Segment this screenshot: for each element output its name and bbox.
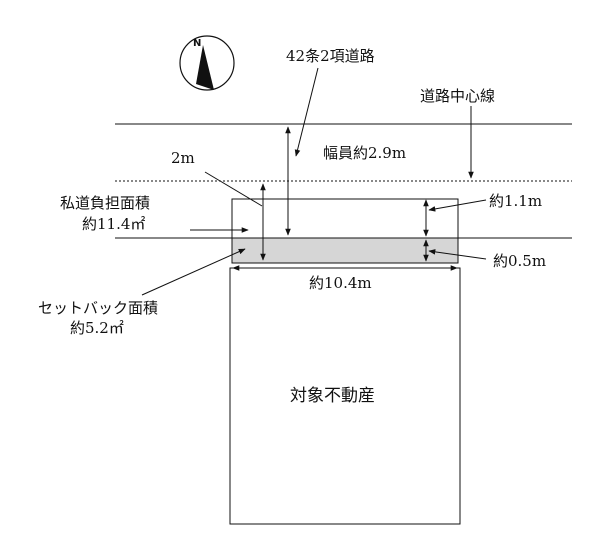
private-area-label-2: 約11.4㎡ (82, 215, 145, 233)
frontage-label: 約10.4m (309, 274, 372, 292)
north-label: N (193, 38, 201, 49)
road-type-label: 42条2項道路 (286, 47, 375, 65)
dim-upper-leader (428, 199, 487, 212)
road-type-leader (294, 67, 319, 157)
setback-2m-leader (204, 171, 263, 207)
setback-area-leader (141, 248, 246, 296)
property-lot (229, 267, 461, 525)
setback-area (231, 237, 459, 264)
setback-area-label-1: セットバック面積 (38, 299, 158, 317)
north-arrow-icon: N (179, 35, 235, 91)
dim-lower-label: 約0.5m (493, 252, 546, 270)
road-center-line-label: 道路中心線 (420, 87, 495, 105)
setback-area-label-2: 約5.2㎡ (70, 319, 124, 337)
setback-distance-label: 2m (171, 149, 195, 167)
private-road-area (231, 198, 459, 264)
road-width-label: 幅員約2.9m (323, 144, 406, 162)
property-label: 対象不動産 (290, 386, 375, 406)
dim-upper-label: 約1.1m (489, 192, 542, 210)
dim-lower-leader (428, 249, 487, 260)
private-area-label-1: 私道負担面積 (60, 194, 150, 212)
